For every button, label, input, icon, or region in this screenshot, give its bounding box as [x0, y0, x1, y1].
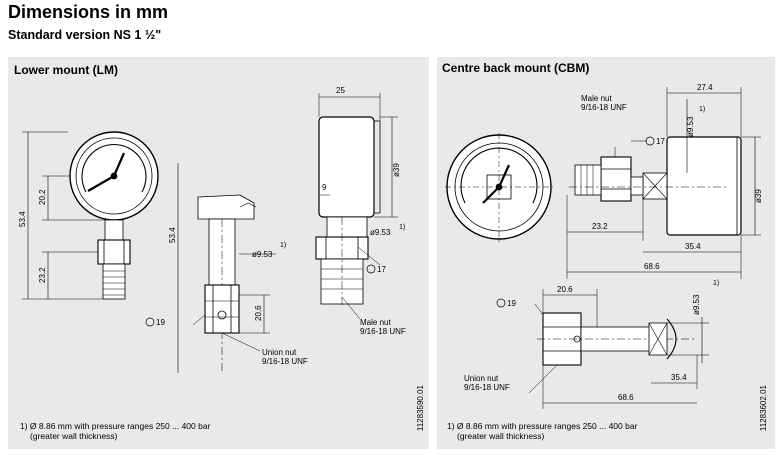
cbm-dim-206: 20.6: [557, 285, 573, 294]
cbm-dim-354-top: 35.4: [685, 242, 701, 251]
cbm-dim-274: 27.4: [697, 83, 713, 92]
lm-union-nut-1: Union nut: [262, 348, 297, 357]
lm-dim-39: ø39: [392, 163, 401, 177]
lm-male-nut-2: 9/16-18 UNF: [360, 327, 406, 336]
lm-note-1a: 1): [399, 224, 405, 231]
cbm-male-nut-2: 9/16-18 UNF: [581, 103, 627, 112]
lm-drawing-number: 11283590.01: [416, 385, 425, 432]
cbm-dim-953-bottom: ø9.53: [692, 294, 701, 315]
cbm-note-1b: 1): [713, 280, 719, 287]
cbm-union-nut-1: Union nut: [464, 374, 499, 383]
lower-mount-panel: Lower mount (LM): [8, 57, 429, 449]
cbm-footnote-line1: 1) Ø 8.86 mm with pressure ranges 250 ..…: [447, 421, 638, 431]
lm-union-nut-2: 9/16-18 UNF: [262, 357, 308, 366]
centre-back-mount-panel: Centre back mount (CBM): [437, 57, 775, 449]
lm-dim-9: 9: [322, 183, 327, 192]
lm-dim-953-side: ø9.53: [370, 228, 391, 237]
page-title: Dimensions in mm: [8, 2, 169, 22]
lm-dim-202: 20.2: [38, 189, 47, 205]
lm-dim-534-left: 53.4: [18, 211, 27, 227]
lm-dim-206: 20.6: [254, 305, 263, 321]
cbm-drawing-number: 11283602.01: [759, 385, 768, 432]
cbm-footnote-line2: (greater wall thickness): [457, 431, 545, 441]
cbm-union-nut-2: 9/16-18 UNF: [464, 383, 510, 392]
cbm-dim-686-top: 68.6: [644, 262, 660, 271]
cbm-dim-953-top: ø9.53: [686, 116, 695, 137]
cbm-male-nut-1: Male nut: [581, 94, 612, 103]
cbm-hex-19: 19: [507, 299, 516, 308]
cbm-hex-17: 17: [656, 137, 665, 146]
lm-footnote-line2: (greater wall thickness): [30, 431, 118, 441]
cbm-dim-686-bottom: 68.6: [618, 393, 634, 402]
cbm-note-1a: 1): [699, 106, 705, 113]
cbm-dim-232: 23.2: [592, 222, 608, 231]
lm-dim-25: 25: [336, 86, 345, 95]
page-subtitle: Standard version NS 1 ½": [8, 28, 162, 42]
lower-mount-title: Lower mount (LM): [14, 63, 118, 77]
lm-dim-534-right: 53.4: [168, 227, 177, 243]
lm-dim-953-mid: ø9.53: [252, 250, 273, 259]
cbm-dim-39: ø39: [754, 189, 763, 203]
lm-note-1b: 1): [280, 242, 286, 249]
centre-back-mount-drawing: Male nut 9/16-18 UNF 27.4 ø9.53 1) 17 ø3…: [445, 83, 763, 409]
lm-footnote-line1: 1) Ø 8.86 mm with pressure ranges 250 ..…: [20, 421, 211, 431]
cbm-dim-354-bottom: 35.4: [671, 373, 687, 382]
lm-hex-19: 19: [156, 318, 165, 327]
lm-dim-232: 23.2: [38, 267, 47, 283]
lower-mount-drawing: 25 9 ø39 ø9.53 ø9.53 1) 1) 20.2 53.4 23.…: [18, 86, 406, 373]
lm-hex-17: 17: [377, 265, 386, 274]
lm-male-nut-1: Male nut: [360, 318, 391, 327]
centre-back-mount-title: Centre back mount (CBM): [442, 61, 590, 75]
